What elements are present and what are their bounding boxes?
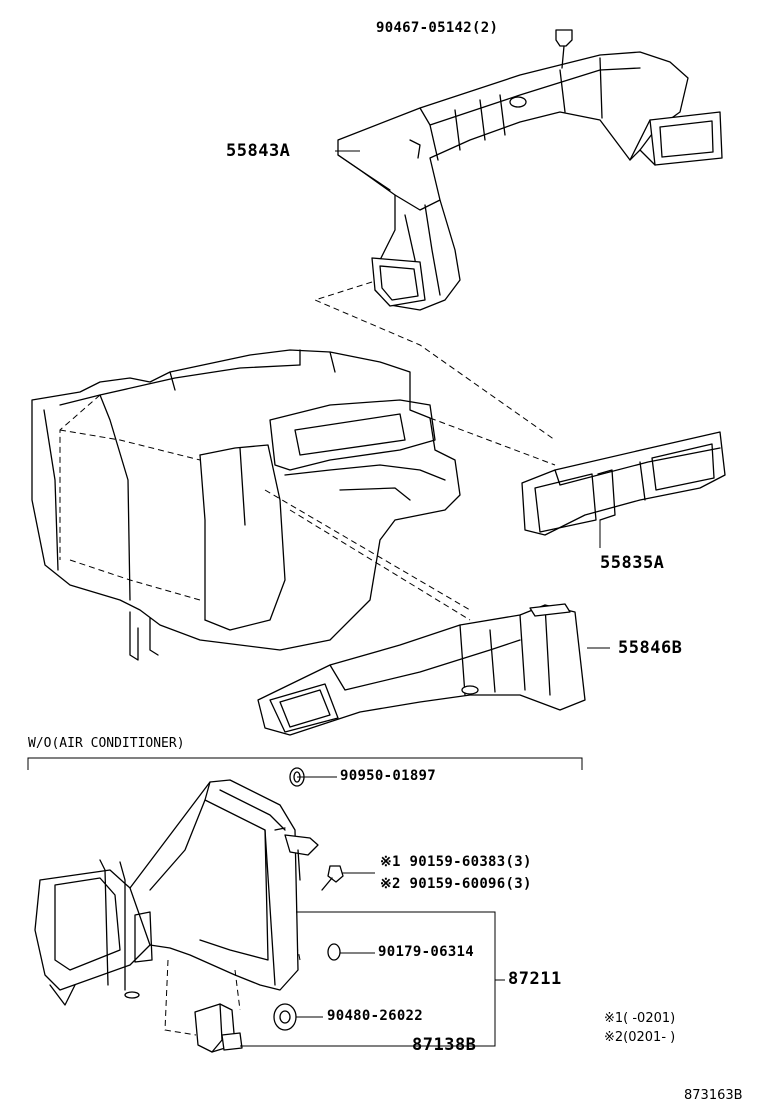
diagram-code: 873163B: [684, 1088, 743, 1103]
section-label-wo-air-conditioner: W/O(AIR CONDITIONER): [28, 736, 185, 751]
heater-unit-drawing: [31, 349, 461, 661]
duct-55835A-drawing: [521, 431, 726, 548]
duct-55843A-drawing: [337, 29, 723, 311]
leader-lines: [240, 150, 610, 1047]
label-90159-60383: ※1 90159-60383(3): [380, 854, 532, 870]
label-90467-05142: 90467-05142(2): [376, 20, 499, 36]
label-90159-60096: ※2 90159-60096(3): [380, 876, 532, 892]
label-87211: 87211: [508, 969, 562, 989]
label-90480-26022: 90480-26022: [327, 1008, 424, 1024]
section-bracket: [27, 757, 583, 770]
label-90179-06314: 90179-06314: [378, 944, 475, 960]
blower-unit-drawing: [34, 767, 344, 1053]
note-1: ※1( -0201): [604, 1011, 676, 1026]
note-2: ※2(0201- ): [604, 1030, 676, 1045]
label-55846B: 55846B: [618, 638, 683, 658]
assembly-lines: [264, 281, 556, 621]
label-87138B: 87138B: [412, 1035, 477, 1055]
label-55843A: 55843A: [226, 141, 291, 161]
duct-55846B-drawing: [257, 603, 586, 736]
label-90950-01897: 90950-01897: [340, 768, 437, 784]
label-55835A: 55835A: [600, 553, 665, 573]
